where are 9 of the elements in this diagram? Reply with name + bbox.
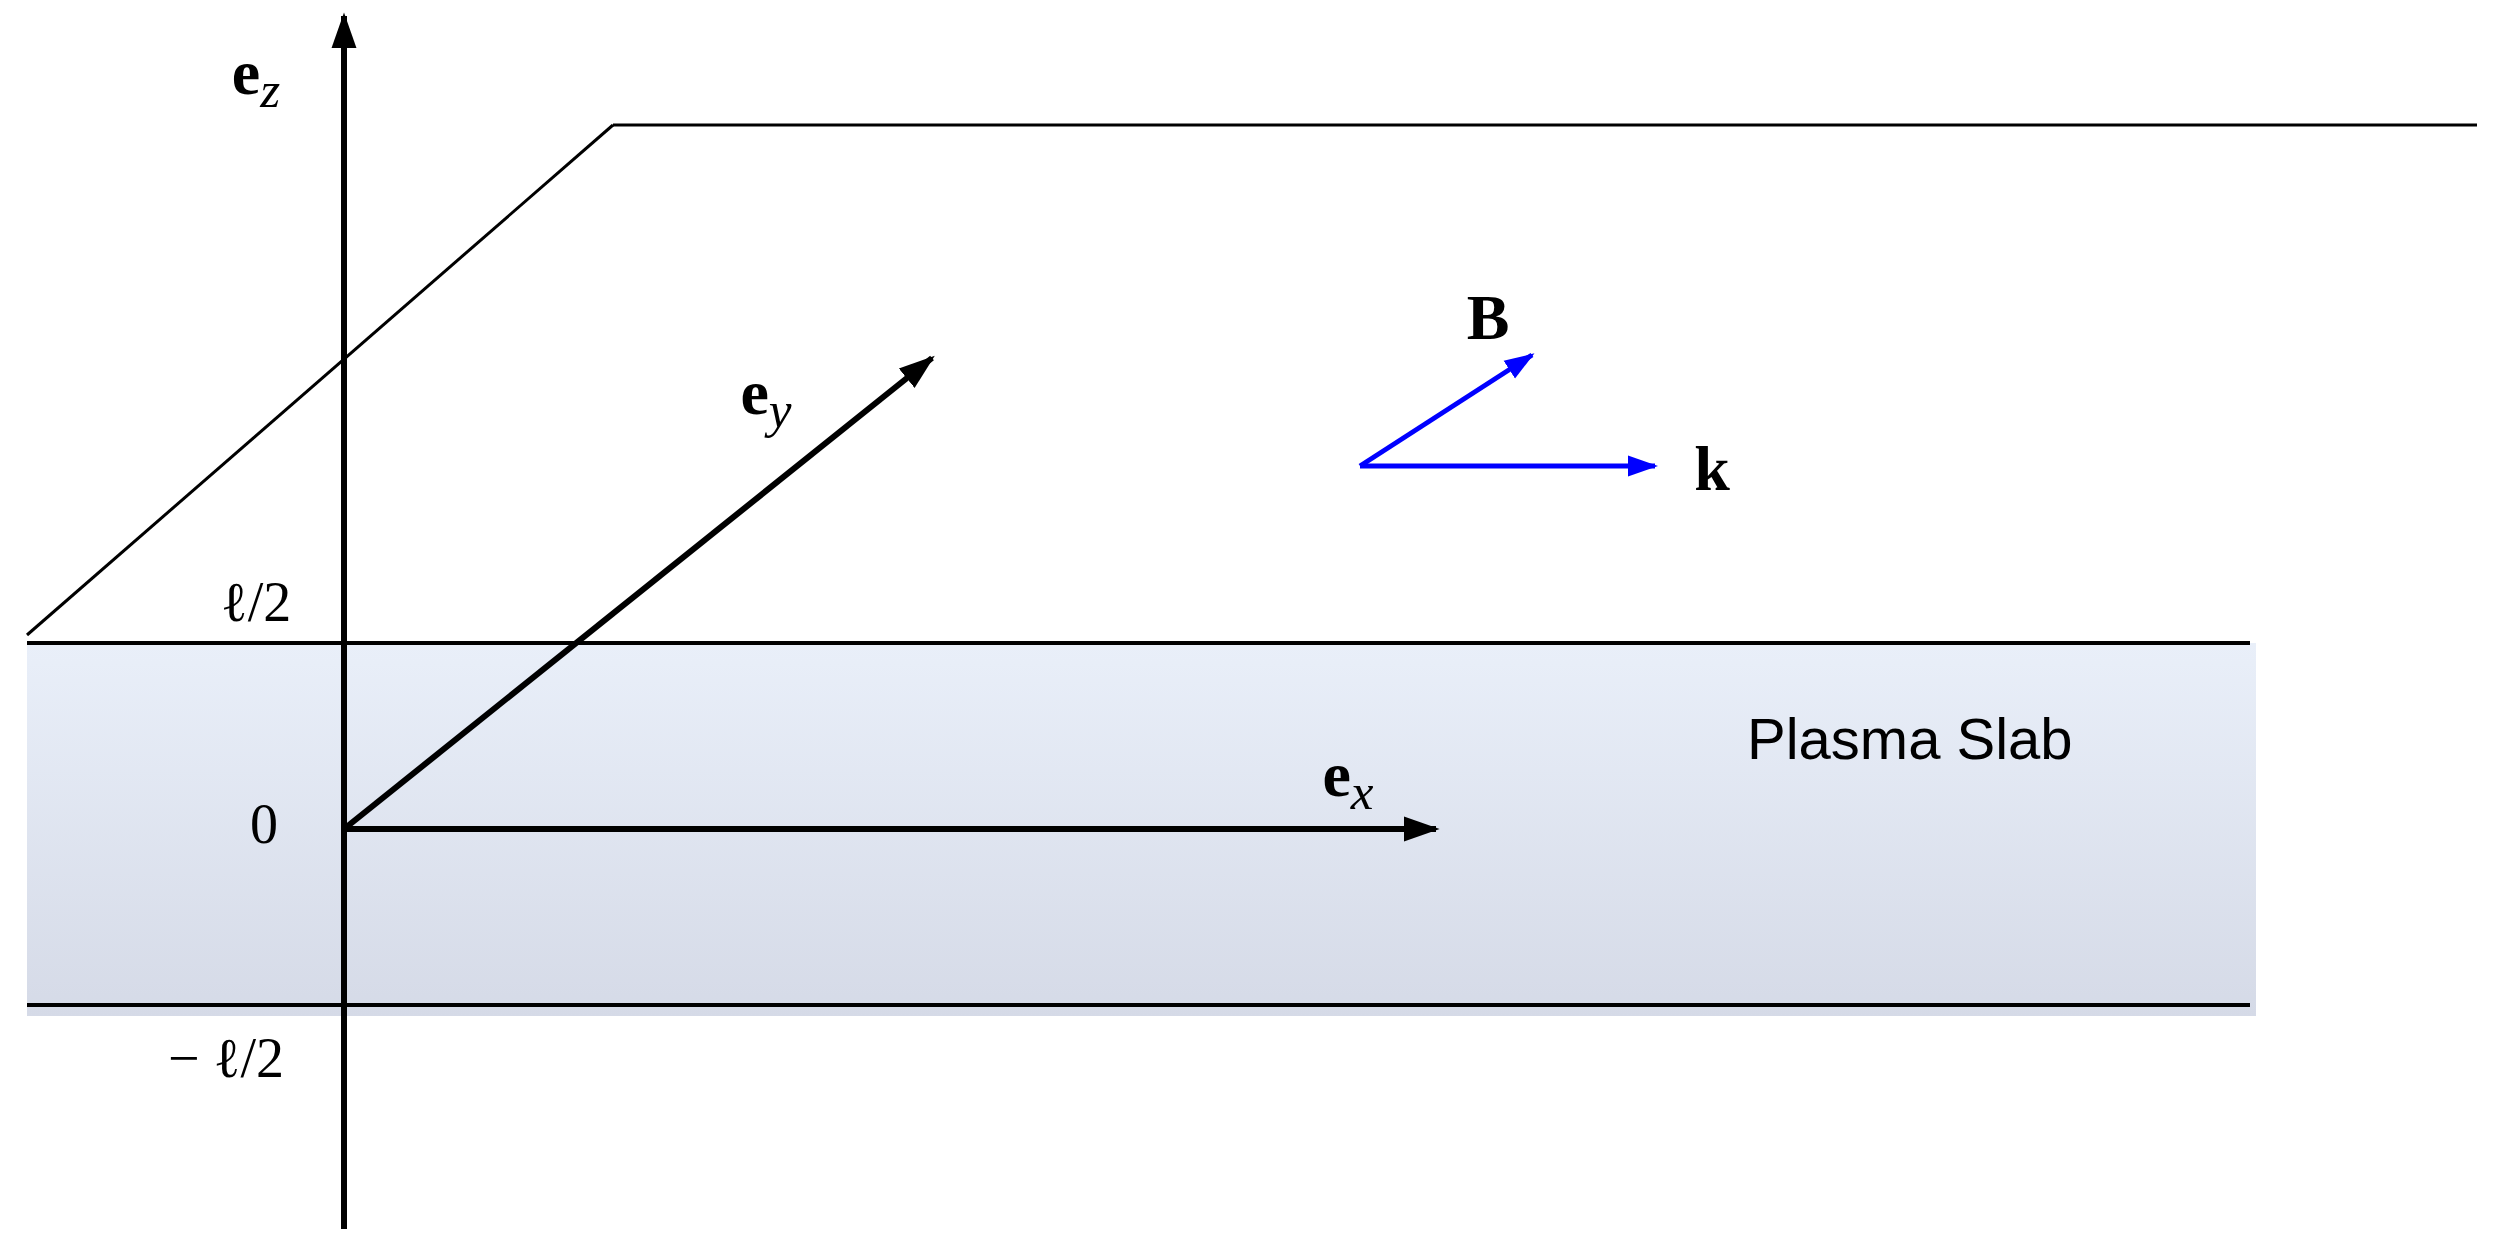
vector-label: B (1466, 286, 1510, 350)
axis-label: e$_{x}$ (1322, 743, 1374, 817)
position-label: 0 (250, 796, 278, 852)
vector-label: k (1694, 437, 1730, 501)
axis-label: e$_{z}$ (231, 41, 281, 115)
position-label: ℓ/2 (220, 574, 292, 630)
position-label: − ℓ/2 (168, 1030, 284, 1086)
plasma-slab-band (27, 643, 2256, 1016)
slab-label: Plasma Slab (1747, 705, 2073, 772)
